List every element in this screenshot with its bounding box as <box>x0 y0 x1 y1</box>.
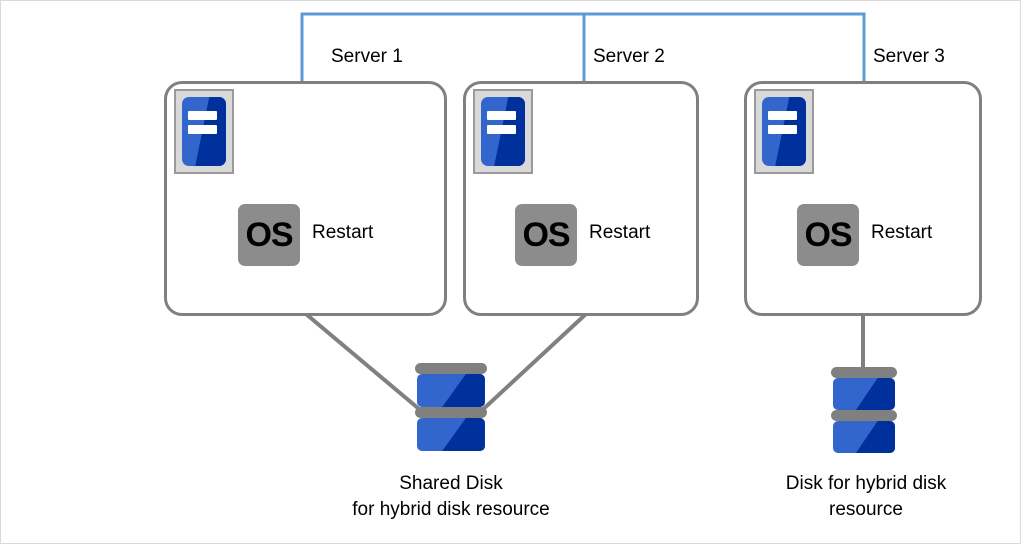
os-icon-3: OS <box>797 204 859 266</box>
local-disk-caption-line-1: Disk for hybrid disk <box>785 473 947 494</box>
disk-stack-icon-shared[interactable] <box>415 363 487 458</box>
restart-label-1: Restart <box>312 222 374 243</box>
local-disk-caption: Disk for hybrid disk resource <box>741 471 991 522</box>
shared-disk-caption-line-2: for hybrid disk resource <box>352 498 550 520</box>
restart-label-2: Restart <box>589 222 651 243</box>
server-rack-icon-1 <box>174 89 234 174</box>
server-box-2[interactable]: OS Restart <box>463 81 699 316</box>
restart-label-3: Restart <box>871 222 933 243</box>
server-rack-icon-3 <box>754 89 814 174</box>
server-box-1[interactable]: OS Restart <box>164 81 447 316</box>
network-bracket <box>300 12 866 84</box>
shared-disk-caption: Shared Disk for hybrid disk resource <box>301 471 601 522</box>
server-label-3: Server 3 <box>873 46 945 67</box>
shared-disk-connectors <box>304 312 588 416</box>
connector-server1-to-shared-disk <box>304 312 427 416</box>
server-label-2: Server 2 <box>593 46 665 67</box>
os-icon-2: OS <box>515 204 577 266</box>
connector-server2-to-shared-disk <box>476 312 588 416</box>
shared-disk-caption-line-1: Shared Disk <box>399 473 503 494</box>
server-box-3[interactable]: OS Restart <box>744 81 982 316</box>
disk-stack-icon-local[interactable] <box>831 367 897 459</box>
local-disk-caption-line-2: resource <box>829 498 903 520</box>
os-icon-1: OS <box>238 204 300 266</box>
server-rack-icon-2 <box>473 89 533 174</box>
server-label-1: Server 1 <box>331 46 403 67</box>
